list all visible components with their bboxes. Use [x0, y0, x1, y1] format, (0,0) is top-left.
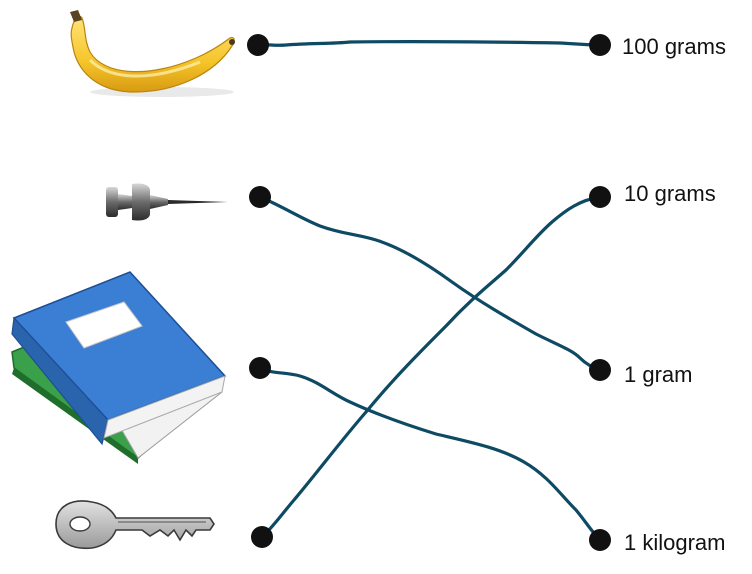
line-banana-to-100-grams — [256, 39, 602, 47]
pushpin-icon — [106, 183, 228, 221]
label-1-gram: 1 gram — [624, 362, 693, 387]
dot-1-kilogram[interactable] — [589, 529, 611, 551]
dot-banana[interactable] — [247, 34, 269, 56]
books-icon — [11, 271, 227, 464]
object-dots — [247, 34, 273, 548]
label-100-grams: 100 grams — [622, 34, 726, 59]
weight-dots — [589, 34, 611, 551]
dot-1-gram[interactable] — [589, 359, 611, 381]
line-pushpin-to-1-gram — [258, 195, 602, 372]
dot-100-grams[interactable] — [589, 34, 611, 56]
label-10-grams: 10 grams — [624, 181, 716, 206]
dot-pushpin[interactable] — [249, 186, 271, 208]
connection-lines — [256, 39, 602, 542]
label-1-kilogram: 1 kilogram — [624, 530, 726, 555]
key-icon — [55, 500, 215, 550]
line-books-to-1-kilogram — [258, 366, 602, 542]
dot-books[interactable] — [249, 357, 271, 379]
line-key-to-10-grams — [260, 195, 602, 539]
dot-key[interactable] — [251, 526, 273, 548]
banana-icon — [70, 10, 235, 97]
dot-10-grams[interactable] — [589, 186, 611, 208]
